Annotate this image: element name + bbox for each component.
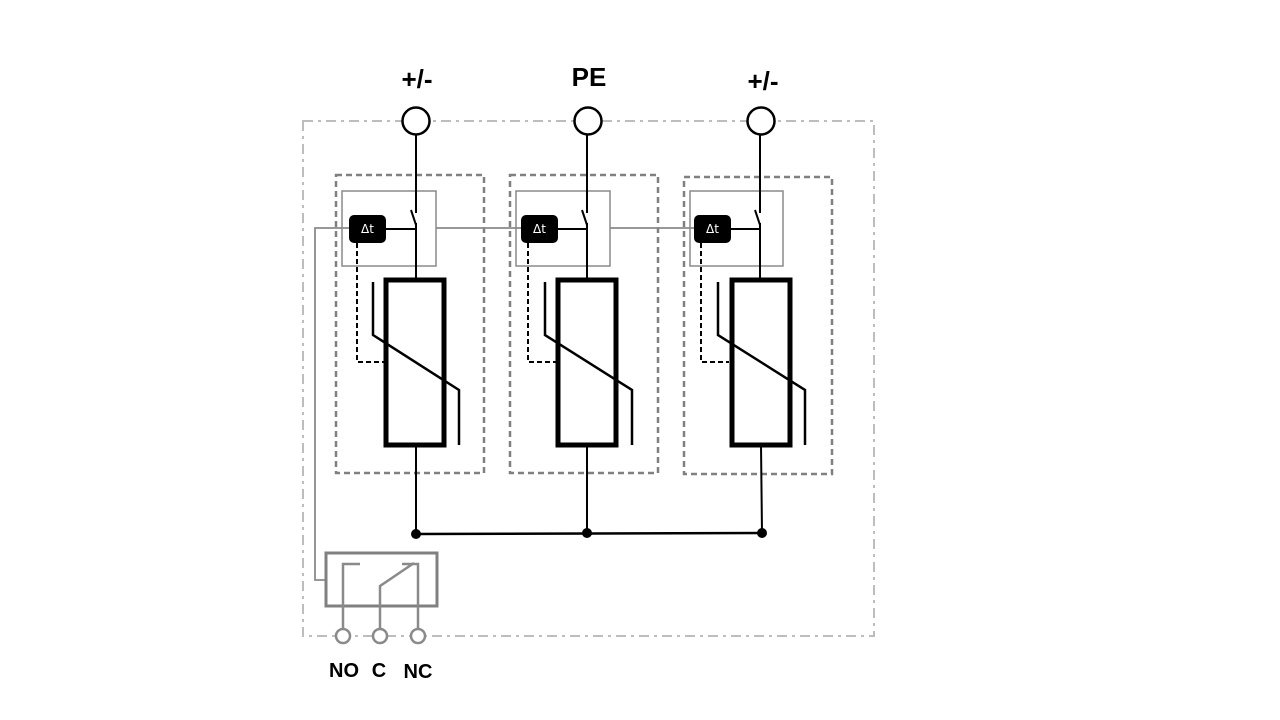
module-2: Δt [508,135,660,533]
module-3-timer: Δt [694,215,731,243]
terminal-nc-label: NC [404,661,433,683]
terminal-c [371,627,389,645]
contact-no-lead [341,562,360,630]
signal-contact [324,551,439,645]
terminal-no-label: NO [329,660,359,682]
module-3-timer-label: Δt [706,222,719,236]
module-3-lead-bottom [760,444,763,534]
terminal-top-3 [746,106,776,136]
bus-node-1 [411,529,421,539]
module-2-timer-body [521,215,558,243]
module-3-varistor-curve [716,282,807,445]
module-3-housing [682,175,834,476]
module-2-thermal-link [527,243,556,363]
module-1-timer-body [349,215,386,243]
terminal-c-label: C [372,660,386,682]
module-3-thermal-link [700,243,729,363]
bus-node-3 [757,528,767,538]
module-2-timer-label: Δt [533,222,546,236]
module-3-timer-body [694,215,731,243]
terminal-no [334,627,352,645]
signal-contact-housing [324,551,439,608]
module-1-timer-label: Δt [361,222,374,236]
module-1-housing [334,173,486,475]
terminal-nc [409,627,427,645]
terminal-top-2 [573,106,603,136]
module-1-switch-blade [410,209,417,226]
module-1-thermal-link [356,243,384,363]
module-3-switch-blade [754,209,761,226]
contact-nc-lead [402,562,420,630]
module-1-timer: Δt [349,215,386,243]
remote-signal-line [314,227,349,581]
module-1: Δt [334,135,486,533]
bus-node-2 [582,528,592,538]
module-3: Δt [682,135,834,534]
contact-c-lead [378,561,415,630]
terminal-top-2-label: PE [572,62,607,92]
terminal-top-1 [401,106,431,136]
terminal-top-3-label: +/- [747,66,778,96]
module-2-timer: Δt [521,215,558,243]
module-1-varistor-curve [371,282,461,445]
module-2-switch-blade [581,209,588,226]
module-2-varistor-curve [543,282,634,445]
module-2-housing [508,173,660,475]
terminal-top-1-label: +/- [401,64,432,94]
